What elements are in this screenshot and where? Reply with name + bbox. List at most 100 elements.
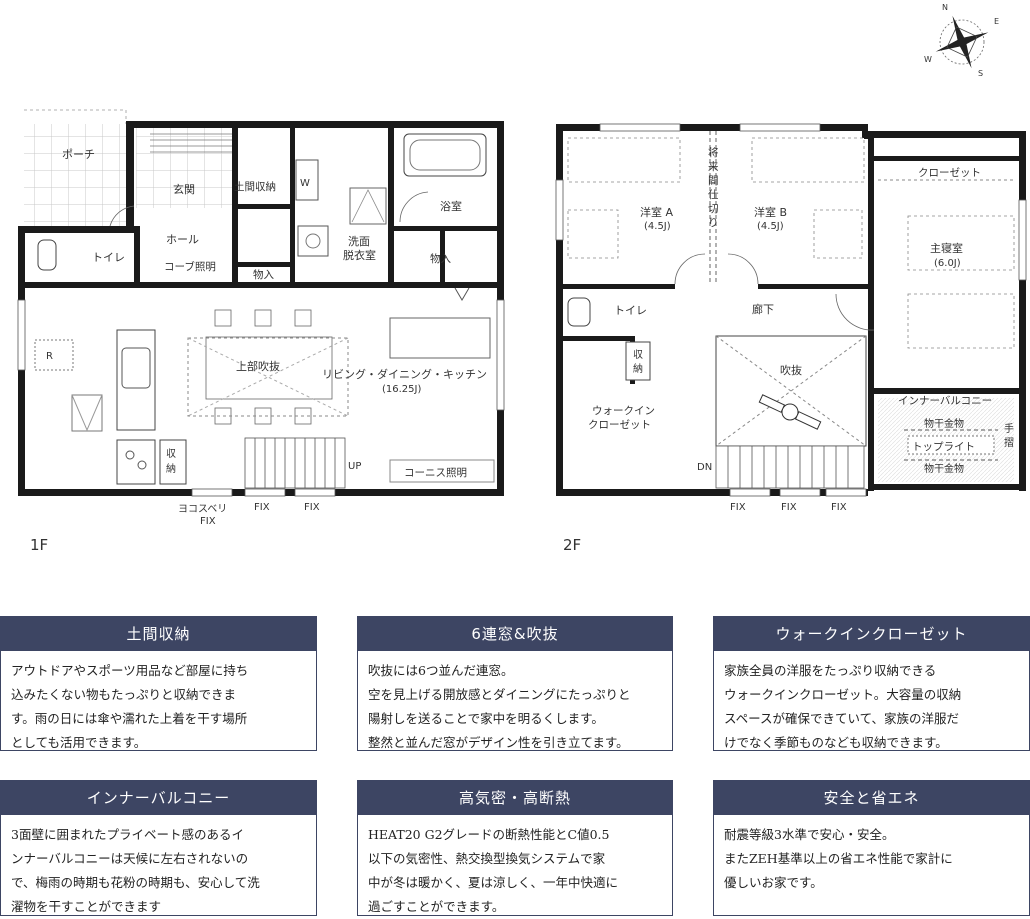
sliding-window: ヨコスベリ bbox=[178, 503, 227, 515]
porch-area bbox=[24, 124, 126, 226]
void-upper: 上部吹抜 bbox=[236, 359, 280, 373]
feature-line: ンナーバルコニーは天候に左右されないの bbox=[11, 851, 249, 866]
feature-line: またZEH基準以上の省エネ性能で家計に bbox=[724, 851, 953, 866]
room-doma-storage: 土間収納 bbox=[234, 180, 276, 193]
feature-line: す。雨の日には傘や濡れた上着を干す場所 bbox=[11, 711, 248, 726]
future-partition: 将 来 間 仕 切 り bbox=[708, 147, 719, 229]
feature-title: 安全と省エネ bbox=[714, 781, 1029, 815]
svg-text:仕: 仕 bbox=[708, 188, 719, 201]
feature-card-inner-balcony: インナーバルコニー 3面壁に囲まれたプライベート感のあるイ ンナーバルコニーは天… bbox=[0, 780, 317, 916]
compass-n: N bbox=[942, 3, 948, 12]
stairs-dn: DN bbox=[697, 462, 712, 473]
svg-text:間: 間 bbox=[708, 175, 719, 187]
room-b-size: (4.5J) bbox=[757, 221, 784, 232]
ceiling-fan-icon bbox=[758, 394, 822, 430]
feature-line: 陽射しを送ることで家中を明るくします。 bbox=[368, 711, 604, 726]
floor-plan-2f: 洋室 A (4.5J) 洋室 B (4.5J) 将 来 間 仕 切 り クローゼ… bbox=[555, 123, 1027, 513]
fix-2f-2: FIX bbox=[781, 502, 797, 513]
svg-text:切: 切 bbox=[708, 203, 719, 215]
feature-line: 過ごすことができます。 bbox=[368, 899, 505, 914]
feature-line: ウォークインクローゼット。大容量の収納 bbox=[724, 687, 962, 702]
room-washroom: 洗面 bbox=[348, 235, 370, 248]
compass-s: S bbox=[978, 69, 983, 78]
fridge-r: R bbox=[46, 351, 53, 362]
compass-e: E bbox=[994, 17, 999, 26]
feature-line: 整然と並んだ窓がデザイン性を引き立てます。 bbox=[368, 735, 629, 750]
room-ldk-size: (16.25J) bbox=[382, 384, 421, 395]
master-bedroom: 主寝室 bbox=[930, 241, 963, 255]
feature-line: で、梅雨の時期も花粉の時期も、安心して洗 bbox=[11, 875, 260, 890]
storage-2f-2: 納 bbox=[633, 362, 643, 375]
cornice-light: コーニス照明 bbox=[404, 467, 467, 479]
feature-title: 高気密・高断熱 bbox=[358, 781, 672, 815]
feature-line: 優しいお家です。 bbox=[724, 875, 823, 890]
walk-in-closet-2: クローゼット bbox=[588, 419, 651, 431]
storage-1f-1: 収 bbox=[166, 448, 176, 460]
fix-2f-1: FIX bbox=[730, 502, 746, 513]
toplight: トップライト bbox=[912, 441, 975, 453]
feature-line: 3面壁に囲まれたプライベート感のあるイ bbox=[11, 827, 244, 842]
compass-w: W bbox=[924, 55, 932, 64]
inner-balcony-label: インナーバルコニー bbox=[898, 395, 992, 407]
floor-plans: N E S W ポーチ 玄関 bbox=[17, 3, 1027, 527]
master-size: (6.0J) bbox=[934, 258, 961, 269]
feature-card-windows: 6連窓&吹抜 吹抜には6つ並んだ連窓。 空を見上げる開放感とダイニングにたっぷり… bbox=[357, 616, 673, 751]
sliding-fix: FIX bbox=[200, 516, 216, 527]
room-toilet-2f: トイレ bbox=[614, 304, 647, 317]
feature-card-insulation: 高気密・高断熱 HEAT20 G2グレードの断熱性能とC値0.5 以下の気密性、… bbox=[357, 780, 673, 916]
drying-rack-1: 物干金物 bbox=[924, 417, 964, 430]
feature-title: 6連窓&吹抜 bbox=[358, 617, 672, 651]
svg-text:来: 来 bbox=[708, 161, 719, 173]
closet: クローゼット bbox=[918, 167, 981, 179]
feature-line: 家族全員の洋服をたっぷり収納できる bbox=[724, 663, 937, 678]
feature-line: としても活用できます。 bbox=[11, 735, 147, 750]
room-a-size: (4.5J) bbox=[644, 221, 671, 232]
storage-2f-1: 収 bbox=[633, 349, 643, 361]
feature-line: HEAT20 G2グレードの断熱性能とC値0.5 bbox=[368, 827, 610, 842]
feature-card-walk-in-closet: ウォークインクローゼット 家族全員の洋服をたっぷり収納できる ウォークインクロー… bbox=[713, 616, 1030, 751]
room-a: 洋室 A bbox=[640, 205, 673, 219]
room-entrance: 玄関 bbox=[173, 182, 195, 196]
feature-line: けでなく季節ものなども収納できます。 bbox=[724, 735, 948, 750]
hallway: 廊下 bbox=[752, 302, 774, 316]
feature-line: 濯物を干すことができます bbox=[11, 899, 162, 914]
feature-title: インナーバルコニー bbox=[1, 781, 316, 815]
feature-line: アウトドアやスポーツ用品など部屋に持ち bbox=[11, 663, 249, 678]
svg-text:り: り bbox=[708, 217, 719, 229]
fix-2f-3: FIX bbox=[831, 502, 847, 513]
feature-line: 込みたくない物もたっぷりと収納できま bbox=[11, 687, 237, 702]
feature-line: 中が冬は暖かく、夏は涼しく、一年中快適に bbox=[368, 875, 619, 890]
floor-label-1f: 1F bbox=[30, 536, 49, 554]
feature-line: 耐震等級3水準で安心・安全。 bbox=[724, 827, 895, 842]
handrail-2: 摺 bbox=[1004, 436, 1014, 449]
handrail-1: 手 bbox=[1004, 422, 1014, 435]
feature-line: 空を見上げる開放感とダイニングにたっぷりと bbox=[368, 687, 631, 702]
void-1f bbox=[187, 337, 349, 417]
svg-text:将: 将 bbox=[708, 147, 719, 159]
room-storage-a: 物入 bbox=[253, 268, 274, 281]
room-porch: ポーチ bbox=[62, 148, 95, 161]
floor-label-2f: 2F bbox=[563, 536, 582, 554]
feature-card-safety: 安全と省エネ 耐震等級3水準で安心・安全。 またZEH基準以上の省エネ性能で家計… bbox=[713, 780, 1030, 916]
feature-line: 以下の気密性、熱交換型換気システムで家 bbox=[368, 851, 606, 866]
feature-title: ウォークインクローゼット bbox=[714, 617, 1029, 651]
washer-w: W bbox=[300, 178, 310, 189]
room-toilet-1f: トイレ bbox=[92, 251, 125, 264]
storage-1f-2: 納 bbox=[166, 462, 176, 475]
room-bath: 浴室 bbox=[440, 199, 462, 213]
compass-icon: N E S W bbox=[924, 3, 999, 78]
feature-line: スペースが確保できていて、家族の洋服だ bbox=[724, 711, 960, 726]
fix-1f-2: FIX bbox=[304, 502, 320, 513]
cove-light: コーブ照明 bbox=[164, 260, 216, 273]
room-dressing: 脱衣室 bbox=[343, 248, 376, 262]
walk-in-closet-1: ウォークイン bbox=[592, 405, 655, 417]
room-storage-b: 物入 bbox=[430, 252, 451, 265]
fix-1f-1: FIX bbox=[254, 502, 270, 513]
feature-card-doma-storage: 土間収納 アウトドアやスポーツ用品など部屋に持ち 込みたくない物もたっぷりと収納… bbox=[0, 616, 317, 751]
drying-rack-2: 物干金物 bbox=[924, 462, 964, 475]
room-hall: ホール bbox=[166, 233, 199, 246]
stairs-up: UP bbox=[348, 461, 361, 472]
void-2f-label: 吹抜 bbox=[780, 363, 802, 377]
floor-plan-1f: ポーチ 玄関 bbox=[17, 109, 505, 527]
room-b: 洋室 B bbox=[754, 205, 787, 219]
